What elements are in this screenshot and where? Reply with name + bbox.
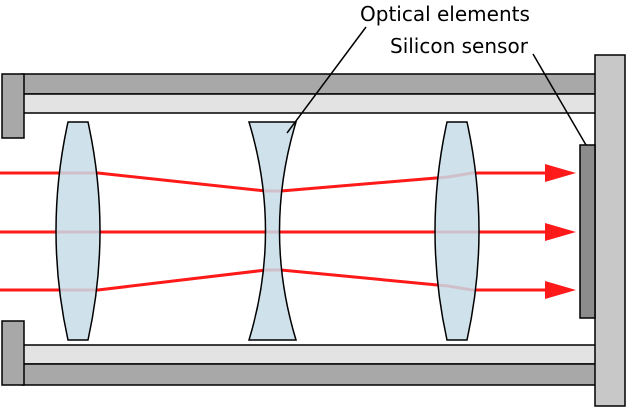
label-silicon-sensor: Silicon sensor bbox=[390, 34, 529, 58]
leader-line-silicon-sensor bbox=[532, 53, 587, 146]
label-optical-elements: Optical elements bbox=[360, 2, 530, 26]
lens-convex-right bbox=[434, 121, 480, 341]
housing-top bbox=[1, 73, 597, 139]
housing-bottom-end-cap bbox=[1, 320, 25, 386]
housing-bottom-inner-wall bbox=[21, 344, 597, 365]
housing-bottom-outer-wall bbox=[21, 363, 597, 386]
lens-concave-middle bbox=[247, 121, 298, 341]
ray-bottom-arrowhead bbox=[545, 281, 576, 299]
housing-top-outer-wall bbox=[21, 73, 597, 95]
silicon-sensor bbox=[579, 144, 596, 319]
housing-back-plate bbox=[594, 54, 626, 407]
housing-top-end-cap bbox=[1, 73, 25, 139]
ray-middle-arrowhead bbox=[545, 223, 576, 241]
ray-arrowheads bbox=[545, 164, 576, 299]
leader-line-optical-elements bbox=[286, 26, 367, 134]
ray-top-arrowhead bbox=[545, 164, 576, 182]
housing-bottom bbox=[1, 320, 597, 386]
lens-convex-left bbox=[55, 121, 101, 341]
